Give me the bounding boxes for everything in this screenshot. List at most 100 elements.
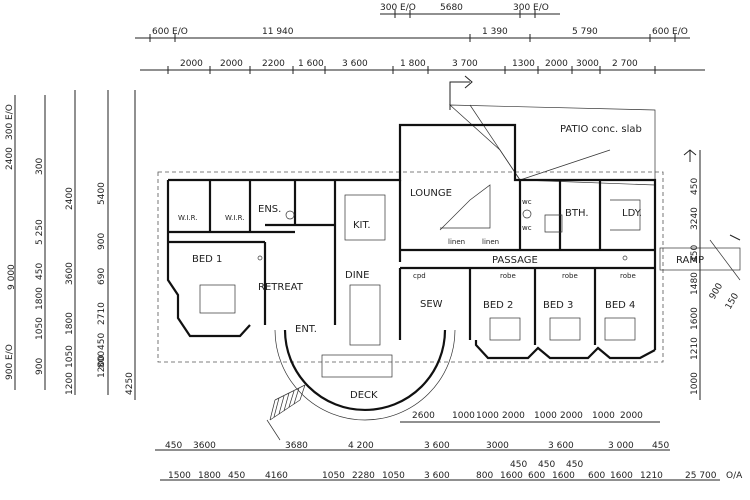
bottom-dimensions: 2600 1000 1000 2000 1000 2000 1000 2000 … xyxy=(155,411,743,481)
retreat-label: RETREAT xyxy=(258,282,304,293)
dim-top-1a: 300 E/O xyxy=(380,3,416,13)
ldy-label: LDY. xyxy=(622,208,642,219)
dim-bot-1h: 2000 xyxy=(620,411,643,421)
dim-bot-4h: 3 600 xyxy=(424,471,450,481)
dim-bot-4f: 2280 xyxy=(352,471,375,481)
dim-bot-2d: 4 200 xyxy=(348,441,374,451)
dim-left-c3f: 1200 xyxy=(65,372,75,395)
dim-left-c2b: 9 000 xyxy=(7,264,17,290)
dim-bot-4a: 1500 xyxy=(168,471,191,481)
dim-top-2d: 5 790 xyxy=(572,27,598,37)
dim-bot-2a: 450 xyxy=(165,441,182,451)
dim-bot-2g: 3 600 xyxy=(548,441,574,451)
dim-top-3a: 2000 xyxy=(180,59,203,69)
dim-bot-3b: 450 xyxy=(538,460,555,470)
dim-bot-4b: 1800 xyxy=(198,471,221,481)
bed3-label: BED 3 xyxy=(543,300,573,311)
dim-left-c5a: 5400 xyxy=(97,182,107,205)
house-walls xyxy=(157,123,664,363)
dim-top-3i: 2000 xyxy=(545,59,568,69)
dim-left-c3d: 1800 xyxy=(35,287,45,310)
dim-right-e: 1600 xyxy=(690,307,700,330)
cpd-label: cpd xyxy=(413,272,426,280)
dim-bot-2i: 450 xyxy=(652,441,669,451)
dim-left-c4a: 3600 xyxy=(65,262,75,285)
top-dimensions: 300 E/O 5680 300 E/O 600 E/O 11 940 1 39… xyxy=(135,3,705,74)
dim-top-2c: 1 390 xyxy=(482,27,508,37)
dim-bot-3a: 450 xyxy=(510,460,527,470)
dim-bot-4q: O/A xyxy=(726,471,743,481)
dim-right-h: 900 xyxy=(708,281,725,301)
wc1-label: wc xyxy=(522,198,532,206)
dim-left-c4d: 1200 xyxy=(97,355,107,378)
bed2-label: BED 2 xyxy=(483,300,513,311)
dim-left-c1c: 900 E/O xyxy=(5,344,15,380)
wc2-label: wc xyxy=(522,224,532,232)
wir2-label: W.I.R. xyxy=(225,214,244,222)
patio-area: PATIO conc. slab xyxy=(449,75,656,186)
dim-top-3f: 1 800 xyxy=(400,59,426,69)
bed4-label: BED 4 xyxy=(605,300,635,311)
dim-bot-1a: 2600 xyxy=(412,411,435,421)
dim-bot-2e: 3 600 xyxy=(424,441,450,451)
dim-right-f: 1210 xyxy=(690,337,700,360)
robe2-label: robe xyxy=(562,272,578,280)
dim-bot-4o: 1210 xyxy=(640,471,663,481)
dim-bot-2h: 3 000 xyxy=(608,441,634,451)
dim-left-c5d: 2710 xyxy=(97,302,107,325)
dim-left-c5g: 4250 xyxy=(125,372,135,395)
dim-top-3d: 1 600 xyxy=(298,59,324,69)
sew-label: SEW xyxy=(420,299,443,310)
dim-bot-3c: 450 xyxy=(566,460,583,470)
dim-bot-4l: 1600 xyxy=(552,471,575,481)
dim-bot-1g: 1000 xyxy=(592,411,615,421)
dim-bot-1e: 1000 xyxy=(534,411,557,421)
dim-left-c4b: 1800 xyxy=(65,312,75,335)
dim-top-3j: 3000 xyxy=(576,59,599,69)
dim-bot-2f: 3000 xyxy=(486,441,509,451)
bth-label: BTH. xyxy=(565,208,589,219)
left-dimensions: 300 E/O 2400 900 E/O 5 250 9 000 900 300… xyxy=(5,90,136,400)
dim-top-2e: 600 E/O xyxy=(652,27,688,37)
wir1-label: W.I.R. xyxy=(178,214,197,222)
ens-label: ENS. xyxy=(258,204,281,215)
dim-left-c5f: 800 xyxy=(97,351,107,368)
dim-left-c1a: 300 E/O xyxy=(5,104,15,140)
fixtures xyxy=(199,199,641,341)
dim-bot-4p: 25 700 xyxy=(685,471,717,481)
dim-right-b: 3240 xyxy=(690,207,700,230)
dim-left-c2a: 5 250 xyxy=(35,219,45,245)
dim-top-3e: 3 600 xyxy=(342,59,368,69)
dine-label: DINE xyxy=(345,270,369,281)
dim-bot-4i: 800 xyxy=(476,471,493,481)
ent-label: ENT. xyxy=(295,324,317,335)
dim-bot-1f: 2000 xyxy=(560,411,583,421)
dim-left-c5c: 690 xyxy=(97,268,107,285)
passage-label: PASSAGE xyxy=(492,255,538,266)
bed1-label: BED 1 xyxy=(192,254,222,265)
dim-bot-2c: 3680 xyxy=(285,441,308,451)
dim-top-3c: 2200 xyxy=(262,59,285,69)
dim-left-c1b: 2400 xyxy=(5,147,15,170)
dim-left-c5e: 450 xyxy=(97,333,107,350)
ramp-area: RAMP xyxy=(659,149,741,281)
dim-left-c5b: 900 xyxy=(97,233,107,250)
dim-top-3h: 1300 xyxy=(512,59,535,69)
deck-label: DECK xyxy=(350,390,378,401)
dim-bot-1c: 1000 xyxy=(476,411,499,421)
right-dimensions: 450 3240 450 1480 1600 1210 1000 900 150 xyxy=(690,150,741,400)
dim-top-3k: 2 700 xyxy=(612,59,638,69)
deck-area: DECK xyxy=(266,329,456,441)
dim-left-c3a: 300 xyxy=(35,158,45,175)
dim-top-3b: 2000 xyxy=(220,59,243,69)
dim-bot-2b: 3600 xyxy=(193,441,216,451)
patio-label: PATIO conc. slab xyxy=(560,124,642,135)
dim-left-c4c: 1050 xyxy=(65,345,75,368)
dim-bot-1d: 2000 xyxy=(502,411,525,421)
dim-top-2a: 600 E/O xyxy=(152,27,188,37)
kit-label: KIT. xyxy=(353,220,371,231)
dim-bot-1b: 1000 xyxy=(452,411,475,421)
dim-left-c2c: 900 xyxy=(35,358,45,375)
dim-bot-4d: 4160 xyxy=(265,471,288,481)
